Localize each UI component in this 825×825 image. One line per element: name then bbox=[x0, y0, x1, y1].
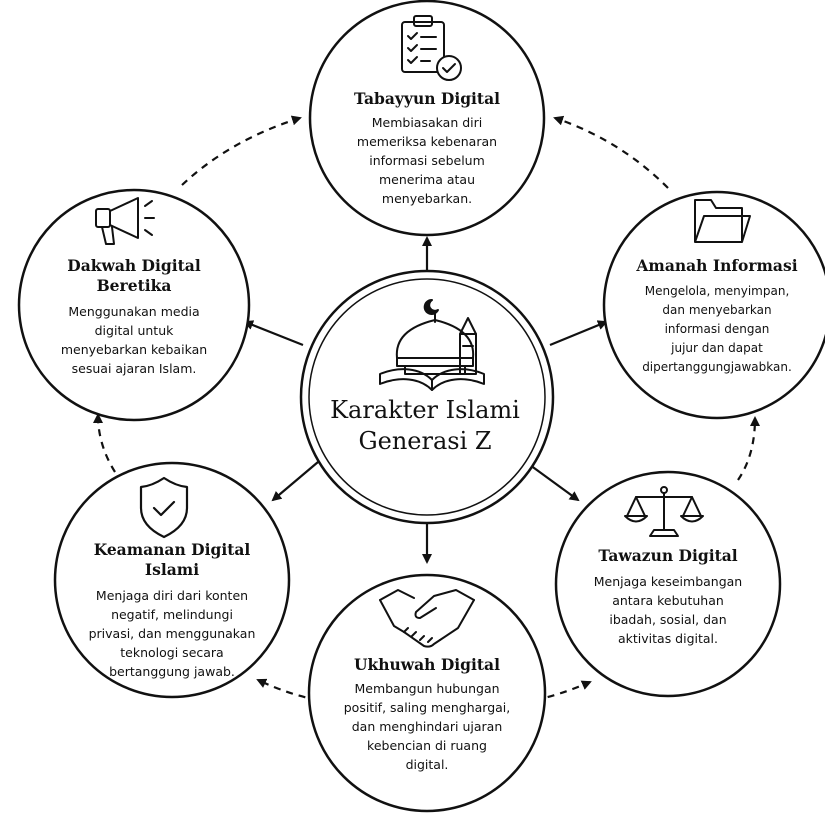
circle-amanah bbox=[602, 190, 825, 420]
arrow-keamanan-to-dakwah bbox=[93, 413, 116, 473]
node-title: Tabayyun Digital bbox=[353, 89, 501, 108]
node-circles bbox=[17, 0, 825, 813]
center-title-line1: Karakter Islami bbox=[330, 396, 520, 424]
arrow-amanah-to-tabayyun bbox=[553, 115, 669, 189]
node-title: Ukhuwah Digital bbox=[354, 655, 500, 674]
arrow-center-to-dakwah bbox=[243, 320, 304, 347]
arrow-center-to-keamanan bbox=[271, 461, 319, 502]
circle-dakwah bbox=[17, 188, 251, 422]
node-title: Tawazun Digital bbox=[598, 546, 738, 565]
arrow-center-to-amanah bbox=[549, 320, 608, 347]
node-title: Dakwah Digital Beretika bbox=[67, 256, 201, 295]
folder-icon bbox=[694, 199, 751, 243]
handshake-icon bbox=[379, 589, 475, 648]
circle-tawazun bbox=[554, 470, 782, 698]
center-title-line2: Generasi Z bbox=[358, 427, 492, 455]
node-title: Keamanan Digital Islami bbox=[93, 540, 251, 579]
shield-check-icon bbox=[139, 476, 189, 539]
radial-arrows bbox=[243, 236, 608, 564]
circle-keamanan bbox=[53, 461, 291, 699]
node-tabayyun: Tabayyun Digital Membiasakan diri memeri… bbox=[327, 89, 527, 208]
node-description: Menjaga diri dari konten negatif, melind… bbox=[88, 588, 256, 679]
node-amanah: Amanah Informasi Mengelola, menyimpan, d… bbox=[622, 256, 812, 377]
node-dakwah: Dakwah Digital Beretika Menggunakan medi… bbox=[39, 256, 229, 378]
node-description: Membangun hubungan positif, saling mengh… bbox=[343, 681, 511, 772]
arrow-dakwah-to-tabayyun bbox=[181, 115, 302, 186]
node-title: Amanah Informasi bbox=[636, 256, 798, 275]
center-title: Karakter Islami Generasi Z bbox=[305, 395, 545, 457]
mosque-with-quran-icon bbox=[379, 298, 485, 391]
node-description: Mengelola, menyimpan, dan menyebarkan in… bbox=[642, 284, 792, 374]
megaphone-icon bbox=[95, 197, 155, 245]
node-ukhuwah: Ukhuwah Digital Membangun hubungan posit… bbox=[322, 655, 532, 774]
arrow-tawazun-to-amanah bbox=[737, 416, 760, 481]
node-description: Menjaga keseimbangan antara kebutuhan ib… bbox=[593, 574, 743, 646]
node-keamanan: Keamanan Digital Islami Menjaga diri dar… bbox=[67, 540, 277, 681]
balance-scale-icon bbox=[624, 486, 704, 537]
node-description: Membiasakan diri memeriksa kebenaran inf… bbox=[356, 115, 498, 206]
checklist-clipboard-icon bbox=[401, 15, 462, 81]
center-circle bbox=[299, 269, 555, 525]
circle-tabayyun bbox=[308, 0, 546, 237]
node-tawazun: Tawazun Digital Menjaga keseimbangan ant… bbox=[573, 546, 763, 648]
node-description: Menggunakan media digital untuk menyebar… bbox=[60, 304, 208, 376]
arrow-center-to-tawazun bbox=[529, 464, 580, 502]
circle-ukhuwah bbox=[307, 573, 547, 813]
